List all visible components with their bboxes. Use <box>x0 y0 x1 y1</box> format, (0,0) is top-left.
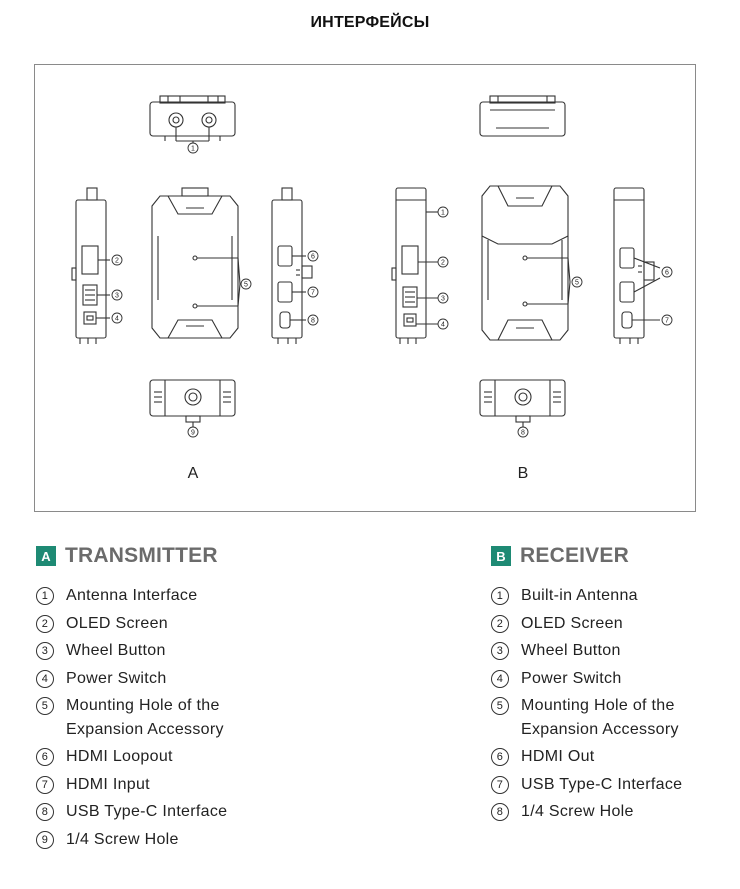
item-number: 4 <box>36 669 54 688</box>
item-text: Mounting Hole of the Expansion Accessory <box>66 697 224 738</box>
transmitter-front-view <box>151 187 241 339</box>
transmitter-bottom-view <box>149 379 236 427</box>
item-number: 8 <box>491 803 509 821</box>
item-text: Wheel Button <box>66 642 166 659</box>
list-item: 5 Mounting Hole of the Expansion Accessor… <box>36 694 456 741</box>
list-item: 8 1/4 Screw Hole <box>491 800 731 824</box>
label-a: A <box>188 465 199 482</box>
list-item: 5 Mounting Hole of the Expansion Accessor… <box>491 694 731 741</box>
receiver-bottom-view <box>479 379 566 427</box>
transmitter-right-view <box>271 187 313 344</box>
item-text: Wheel Button <box>521 642 621 659</box>
item-number: 9 <box>36 830 54 849</box>
list-item: 2 OLED Screen <box>36 612 456 636</box>
list-item: 1 Antenna Interface <box>36 584 456 608</box>
list-item: 7 HDMI Input <box>36 773 456 797</box>
list-item: 9 1/4 Screw Hole <box>36 828 456 852</box>
list-item: 6 HDMI Out <box>491 745 731 769</box>
item-number: 3 <box>36 642 54 660</box>
receiver-front-view <box>481 185 571 341</box>
item-number: 2 <box>36 614 54 633</box>
item-number: 5 <box>36 697 54 715</box>
callout-r4: 4 <box>441 322 445 329</box>
list-item: 3 Wheel Button <box>36 639 456 663</box>
callout-r5: 5 <box>575 280 579 287</box>
item-number: 2 <box>491 614 509 633</box>
item-text: 1/4 Screw Hole <box>66 830 179 848</box>
item-text: Power Switch <box>521 669 622 687</box>
item-number: 3 <box>491 642 509 660</box>
callout-t4: 4 <box>115 316 119 323</box>
item-number: 1 <box>491 587 509 605</box>
callout-t8: 8 <box>311 318 315 325</box>
item-number: 6 <box>36 748 54 766</box>
item-number: 8 <box>36 803 54 821</box>
page-title: ИНТЕРФЕЙСЫ <box>310 14 430 31</box>
receiver-top-view <box>479 95 566 137</box>
list-item: 8 USB Type-C Interface <box>36 800 456 824</box>
label-b: B <box>518 465 529 482</box>
item-text: HDMI Input <box>66 775 150 793</box>
item-number: 7 <box>491 775 509 794</box>
callout-t7: 7 <box>311 290 315 297</box>
receiver-right-view <box>613 187 661 344</box>
list-item: 7 USB Type-C Interface <box>491 773 731 797</box>
item-text: HDMI Out <box>521 748 595 765</box>
callout-t3: 3 <box>115 293 119 300</box>
item-text: OLED Screen <box>66 614 169 632</box>
legend-badge-a: A <box>36 546 56 566</box>
device-diagram: 1 2 3 4 5 6 7 8 9 1 2 3 4 5 6 7 8 A B <box>71 95 673 482</box>
item-number: 1 <box>36 587 54 605</box>
callout-t1: 1 <box>191 146 195 153</box>
callout-t6: 6 <box>311 254 315 261</box>
callout-r1: 1 <box>441 210 445 217</box>
transmitter-left-view <box>71 187 110 344</box>
transmitter-top-view <box>149 95 236 144</box>
list-item: 2 OLED Screen <box>491 612 731 636</box>
callout-r6: 6 <box>665 270 669 277</box>
item-text: USB Type-C Interface <box>521 775 683 793</box>
item-text: 1/4 Screw Hole <box>521 803 634 820</box>
item-number: 7 <box>36 775 54 794</box>
callout-r2: 2 <box>441 260 445 267</box>
item-number: 4 <box>491 669 509 688</box>
item-text: Power Switch <box>66 669 167 687</box>
legend-title-transmitter: TRANSMITTER <box>65 544 218 567</box>
list-item: 4 Power Switch <box>491 667 731 691</box>
callout-r3: 3 <box>441 296 445 303</box>
item-text: HDMI Loopout <box>66 748 173 765</box>
legend-receiver: B RECEIVER 1 Built-in Antenna 2 OLED Scree… <box>491 544 731 828</box>
legend-list-receiver: 1 Built-in Antenna 2 OLED Screen 3 Wheel Bu… <box>491 584 731 824</box>
callout-t5: 5 <box>244 282 248 289</box>
list-item: 4 Power Switch <box>36 667 456 691</box>
receiver-left-view <box>391 187 438 344</box>
callout-r7: 7 <box>665 318 669 325</box>
legend-title-receiver: RECEIVER <box>520 544 629 567</box>
list-item: 6 HDMI Loopout <box>36 745 456 769</box>
item-text: Mounting Hole of the Expansion Accessory <box>521 697 679 738</box>
item-text: Antenna Interface <box>66 587 198 604</box>
callout-t9: 9 <box>191 430 195 437</box>
callout-r8: 8 <box>521 430 525 437</box>
legend-transmitter: A TRANSMITTER 1 Antenna Interface 2 OLED S… <box>36 544 456 855</box>
legend-badge-b: B <box>491 546 511 566</box>
list-item: 3 Wheel Button <box>491 639 731 663</box>
item-number: 5 <box>491 697 509 715</box>
item-text: OLED Screen <box>521 614 624 632</box>
item-text: USB Type-C Interface <box>66 803 228 820</box>
diagram-frame <box>34 64 696 512</box>
legend-list-transmitter: 1 Antenna Interface 2 OLED Screen 3 Wheel B… <box>36 584 456 851</box>
item-number: 6 <box>491 748 509 766</box>
list-item: 1 Built-in Antenna <box>491 584 731 608</box>
item-text: Built-in Antenna <box>521 587 638 604</box>
callout-t2: 2 <box>115 258 119 265</box>
